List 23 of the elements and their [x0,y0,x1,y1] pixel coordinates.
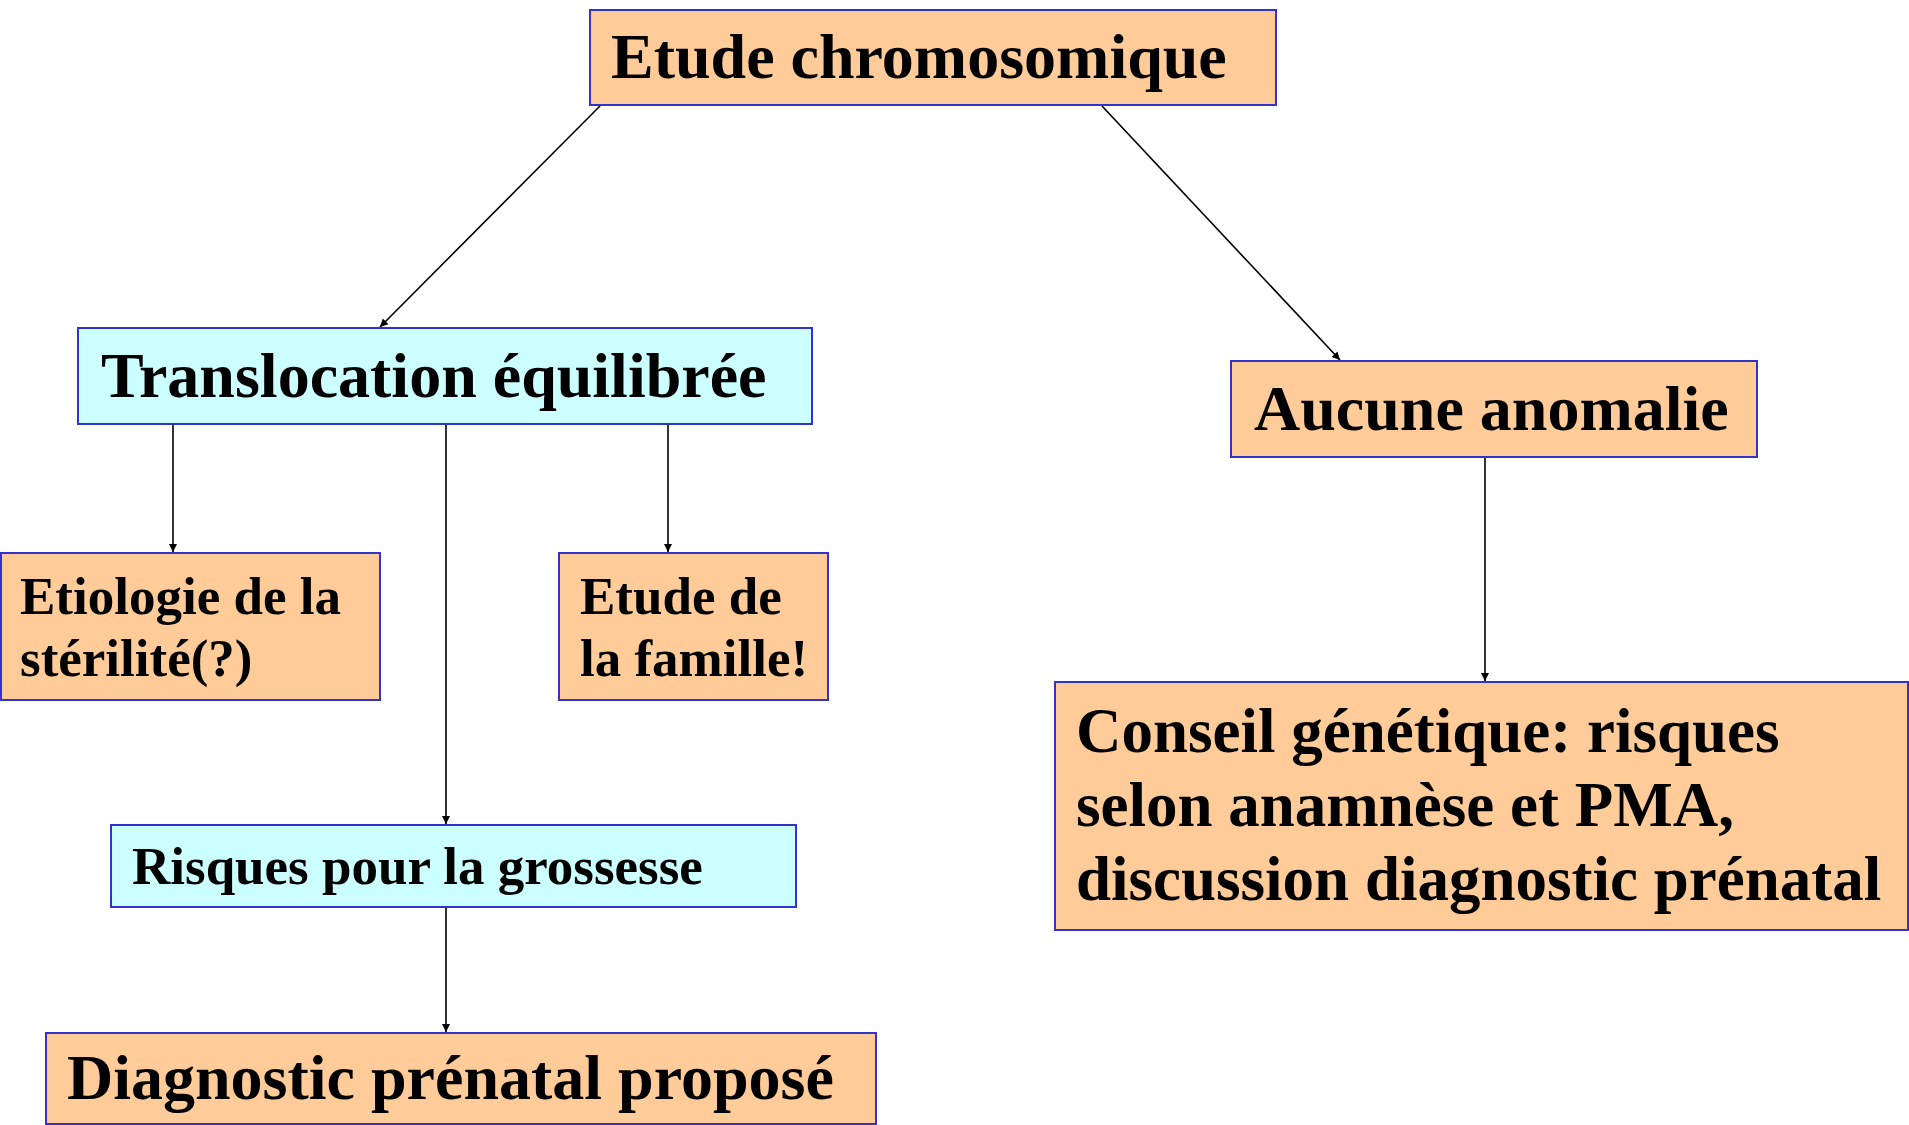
box-label: Etude de la famille! [580,565,810,689]
box-label: Aucune anomalie [1254,371,1729,446]
process-box [1054,681,1909,931]
process-box [110,824,797,908]
process-box [0,552,381,701]
box-label: Etiologie de la stérilité(?) [20,565,342,689]
arrow [442,424,450,825]
arrow [1481,457,1489,682]
arrow [1101,105,1341,361]
process-box [589,9,1277,106]
process-box [45,1032,877,1125]
box-label: Risques pour la grossesse [132,836,703,897]
arrow [169,424,177,553]
process-box [1230,360,1758,458]
arrow [664,424,672,553]
arrow [379,105,601,328]
arrow [442,907,450,1033]
box-label: Translocation équilibrée [101,338,767,413]
box-label: Diagnostic prénatal proposé [67,1041,834,1116]
process-box [77,327,813,425]
process-box [558,552,829,701]
box-label: Conseil génétique: risques selon anamnèse et PMA, discussion diagnostic prénatal [1076,695,1883,916]
box-label: Etude chromosomique [611,20,1227,95]
